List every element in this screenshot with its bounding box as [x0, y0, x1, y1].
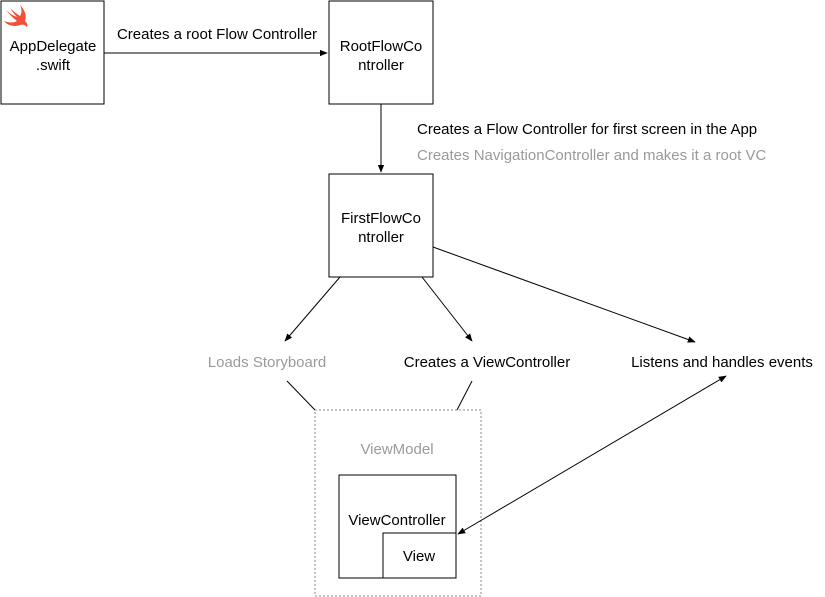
root-flow-line2: ntroller	[358, 57, 404, 74]
events-bidirectional-arrow	[457, 375, 727, 535]
edge-root-to-first-secondary-label: Creates NavigationController and makes i…	[417, 147, 766, 164]
edge-app-to-root: Creates a root Flow Controller	[104, 26, 328, 57]
app-delegate-node: AppDelegate .swift	[0, 0, 105, 105]
app-delegate-line1: AppDelegate	[10, 38, 97, 55]
edge-creates-view-controller: Creates a ViewController	[404, 276, 570, 371]
root-flow-line1: RootFlowCo	[340, 38, 423, 55]
storyboard-connector	[286, 380, 316, 411]
edge-loads-storyboard: Loads Storyboard	[208, 276, 341, 371]
swift-logo-icon	[4, 5, 28, 27]
loads-storyboard-label: Loads Storyboard	[208, 354, 326, 371]
edge-root-to-first-label: Creates a Flow Controller for first scre…	[417, 121, 757, 138]
app-delegate-line2: .swift	[36, 57, 71, 74]
listens-events-label: Listens and handles events	[631, 354, 813, 371]
first-flow-controller-node: FirstFlowCo ntroller	[328, 173, 434, 278]
first-flow-line2: ntroller	[358, 229, 404, 246]
creates-view-controller-label: Creates a ViewController	[404, 354, 570, 371]
view-controller-label: ViewController	[348, 512, 445, 529]
edge-app-to-root-label: Creates a root Flow Controller	[117, 26, 317, 43]
first-flow-line1: FirstFlowCo	[341, 210, 421, 227]
view-model-container: ViewModel	[314, 409, 482, 597]
view-model-label: ViewModel	[360, 441, 433, 458]
edge-listens-events: Listens and handles events	[432, 246, 813, 371]
root-flow-controller-node: RootFlowCo ntroller	[328, 0, 434, 105]
view-label: View	[403, 548, 435, 565]
view-node: View	[382, 532, 457, 579]
viewcontroller-connector	[456, 380, 473, 411]
edge-root-to-first: Creates a Flow Controller for first scre…	[377, 104, 766, 173]
